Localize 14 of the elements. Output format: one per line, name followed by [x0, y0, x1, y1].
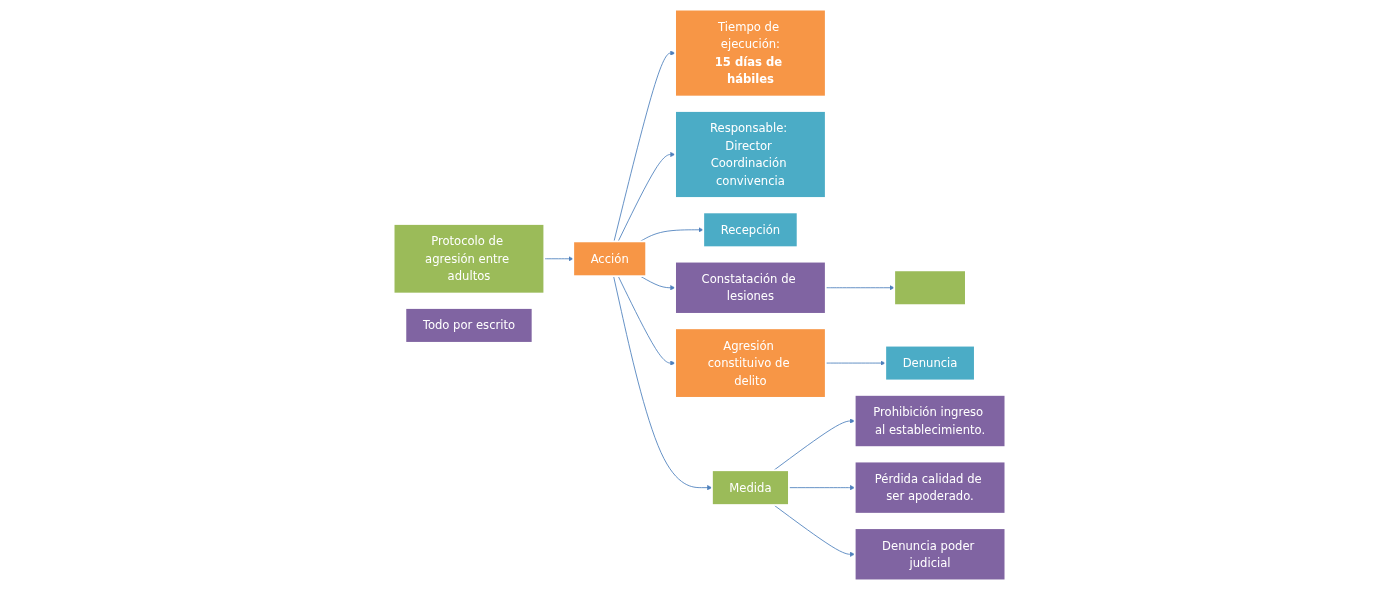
node-box: Responsable: Director Coordinación convivencia	[674, 110, 828, 199]
node-box: Todo por escrito	[405, 307, 534, 344]
node-box: Constatación de lesiones	[674, 260, 828, 315]
node-box: Acción	[572, 240, 648, 278]
node-box: Medida	[711, 469, 791, 506]
node-box	[893, 269, 968, 306]
node-box: Prohibición ingreso al establecimiento.	[854, 394, 1007, 448]
node-box: Pérdida calidad de ser apoderado.	[854, 460, 1007, 515]
node-box: Agresión constituivo de delito	[674, 327, 828, 399]
node-box: Tiempo de ejecución: 15 días de hábiles	[674, 8, 828, 98]
node-box: Denuncia poder judicial	[854, 527, 1007, 582]
node-box: Protocolo de agresión entre adultos	[393, 223, 546, 295]
node-box: Denuncia	[884, 344, 977, 382]
node-box: Recepción	[702, 211, 799, 249]
